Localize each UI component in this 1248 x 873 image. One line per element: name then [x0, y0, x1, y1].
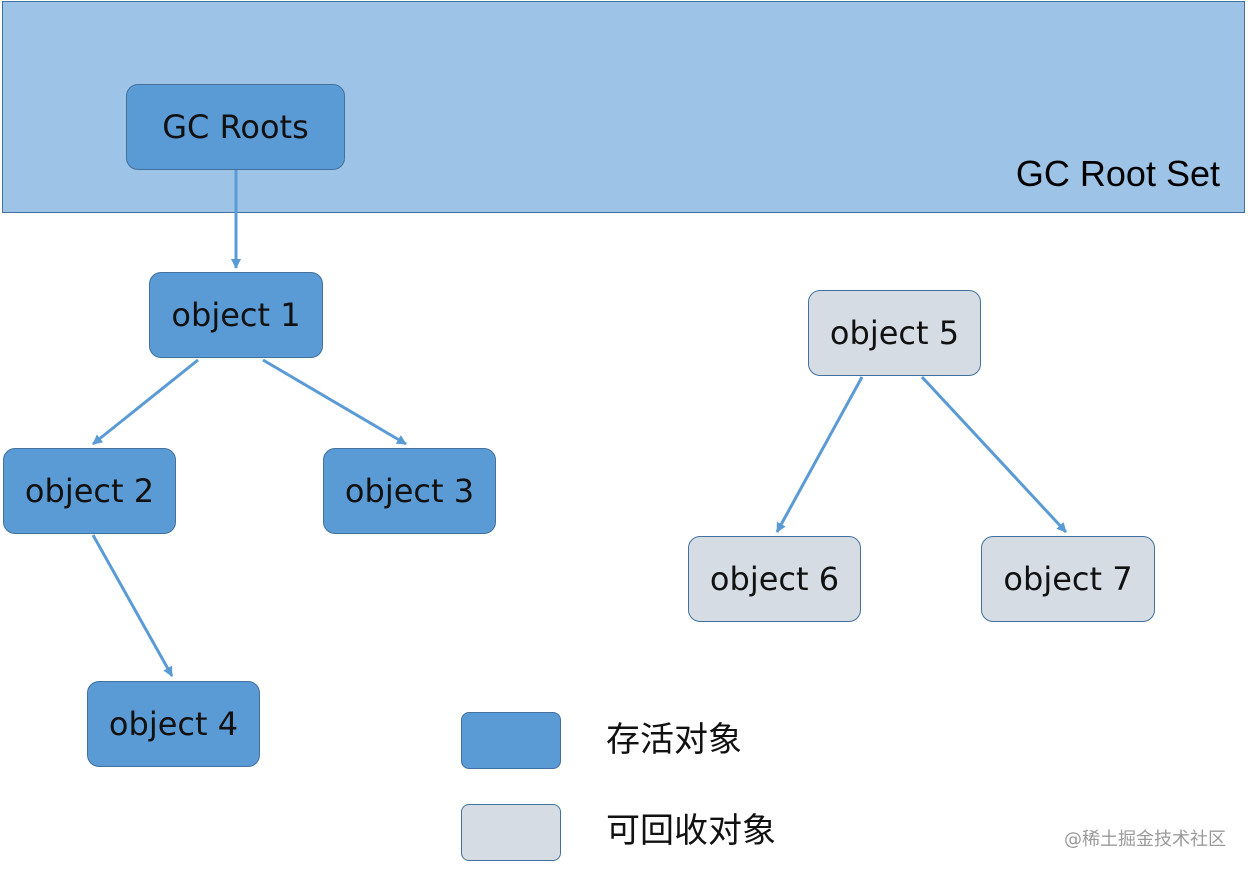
object3-node: object 3 [323, 448, 496, 534]
legend-collectable-swatch [461, 804, 561, 861]
object2-node: object 2 [3, 448, 176, 534]
object4-node: object 4 [87, 681, 260, 767]
legend-collectable-label: 可回收对象 [606, 811, 776, 851]
edge-object1-to-object2 [92, 358, 199, 446]
edge-object1-to-object3 [262, 358, 407, 446]
object5-node: object 5 [808, 290, 981, 376]
watermark: @稀土掘金技术社区 [1064, 829, 1226, 850]
object7-node: object 7 [981, 536, 1155, 622]
object1-node: object 1 [149, 272, 323, 358]
edge-object5-to-object6 [775, 376, 864, 533]
edge-object2-to-object4 [91, 534, 174, 677]
legend-alive-swatch [461, 712, 561, 769]
edge-object5-to-object7 [920, 375, 1068, 534]
object6-node: object 6 [688, 536, 861, 622]
legend-alive-label: 存活对象 [606, 720, 742, 760]
gc-root-set-label: GC Root Set [1015, 153, 1220, 194]
gc-roots-node: GC Roots [126, 84, 345, 170]
